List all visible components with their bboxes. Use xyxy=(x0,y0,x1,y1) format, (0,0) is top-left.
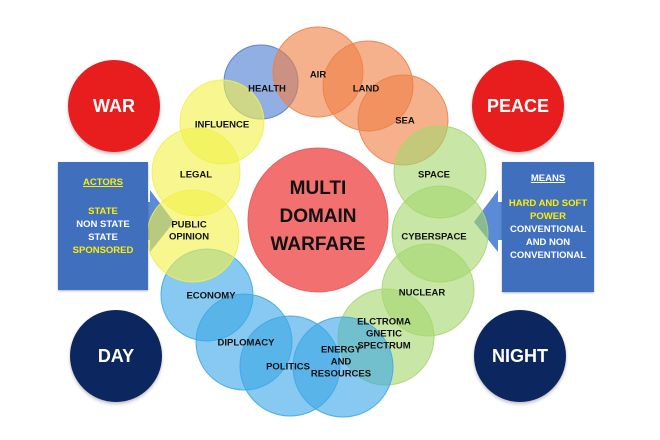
domain-label-politics: POLITICS xyxy=(266,362,310,373)
domain-label-air: AIR xyxy=(310,70,327,81)
actors-heading: ACTORS xyxy=(83,177,123,188)
actors-line: STATE xyxy=(88,206,118,217)
domain-label-sea: SEA xyxy=(395,116,415,127)
domain-circle-influence xyxy=(179,79,265,165)
means-arrow xyxy=(474,190,508,252)
actors-panel: ACTORS STATE NON STATE STATE SPONSORED xyxy=(58,162,148,290)
day-circle: DAY xyxy=(70,310,162,402)
means-line: AND NON xyxy=(525,237,571,248)
peace-circle: PEACE xyxy=(472,60,564,152)
night-label: NIGHT xyxy=(492,345,548,366)
domain-label-economy: ECONOMY xyxy=(186,291,236,302)
night-circle: NIGHT xyxy=(474,310,566,402)
peace-label: PEACE xyxy=(486,95,549,116)
domain-label-legal: LEGAL xyxy=(180,170,212,181)
day-label: DAY xyxy=(97,345,135,366)
domain-label-diplomacy: DIPLOMACY xyxy=(218,338,276,349)
war-circle: WAR xyxy=(68,60,160,152)
means-line: HARD AND SOFT xyxy=(508,198,588,209)
domain-label-influence: INFLUENCE xyxy=(195,120,249,131)
means-line: POWER xyxy=(530,211,566,222)
means-heading: MEANS xyxy=(530,173,566,184)
domain-label-health: HEALTH xyxy=(248,84,286,95)
domain-label-land: LAND xyxy=(353,84,380,95)
domain-label-space: SPACE xyxy=(418,170,450,181)
means-line: CONVENTIONAL xyxy=(510,224,586,235)
means-panel: MEANS HARD AND SOFT POWER CONVENTIONAL A… xyxy=(502,162,594,292)
actors-line: SPONSORED xyxy=(72,245,134,256)
center-circle xyxy=(247,147,389,293)
domain-label-nuclear: NUCLEAR xyxy=(399,288,446,299)
war-label: WAR xyxy=(93,95,135,116)
domain-label-cyberspace: CYBERSPACE xyxy=(401,232,466,243)
actors-line: NON STATE xyxy=(76,219,130,230)
actors-line: STATE xyxy=(88,232,118,243)
means-line: CONVENTIONAL xyxy=(510,250,586,261)
